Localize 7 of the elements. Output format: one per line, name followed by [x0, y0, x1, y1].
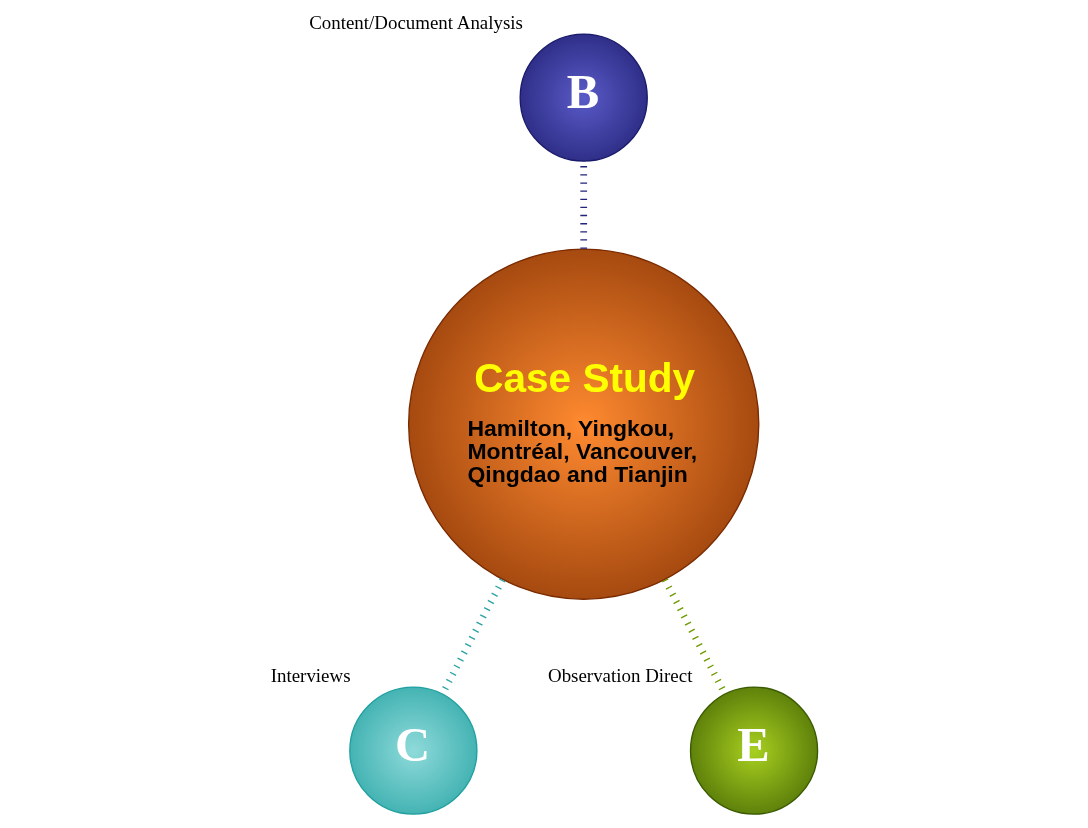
node-label: Content/Document Analysis	[308, 11, 523, 33]
node-circle: B	[519, 33, 648, 162]
node-circle: C	[348, 686, 478, 815]
node-label: Observation Direct	[547, 664, 692, 686]
node-circle: E	[689, 686, 818, 815]
node-label: Interviews	[270, 664, 351, 686]
node-circle: Case Study Hamilton, Yingkou, Montréal, Vancouver, Qingdao and Tianjin	[407, 248, 759, 600]
